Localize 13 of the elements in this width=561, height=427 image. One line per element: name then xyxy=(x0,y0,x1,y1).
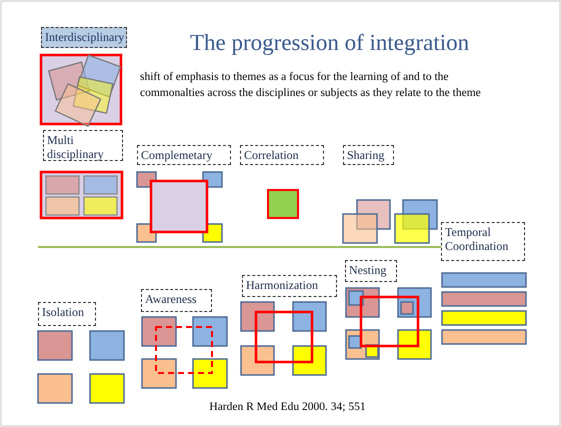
label-box: Nesting xyxy=(345,260,397,282)
label-box: Multi disciplinary xyxy=(43,130,123,161)
citation: Harden R Med Edu 2000. 34; 551 xyxy=(208,401,367,413)
label-box: Temporal Coordination xyxy=(441,222,525,261)
label-box: Complemetary xyxy=(137,145,231,165)
label-box: Interdisciplinary xyxy=(41,27,127,48)
title: The progression of integration xyxy=(190,30,470,56)
label-box: Sharing xyxy=(343,145,394,165)
description-text: shift of emphasis to themes as a focus for the learning of and to the commonalties across the disciplines or subjects as they relate to the theme xyxy=(140,70,482,100)
label-box: Correlation xyxy=(240,145,324,165)
label-box: Isolation xyxy=(38,302,96,326)
label-box: Harmonization xyxy=(242,275,337,297)
label-box: Awareness xyxy=(141,289,212,312)
